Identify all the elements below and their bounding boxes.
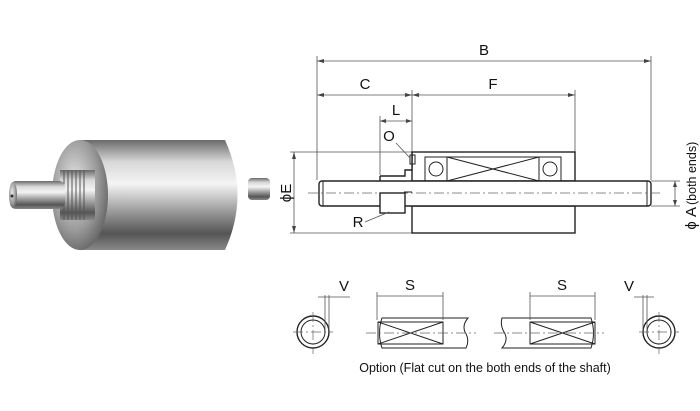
nut-lower bbox=[379, 192, 406, 214]
right-shaft bbox=[248, 178, 270, 200]
dim-A: ϕ A (both ends) bbox=[673, 142, 700, 230]
dim-B: B bbox=[317, 42, 651, 63]
label-O: O bbox=[383, 128, 395, 145]
option-caption: Option (Flat cut on the both ends of the… bbox=[359, 361, 611, 375]
shaft bbox=[318, 180, 652, 207]
left-end-view: V bbox=[293, 278, 350, 354]
roller-photo bbox=[9, 140, 270, 250]
section-drawing: B C F L ϕE ϕ A (both ends) bbox=[278, 42, 700, 234]
label-R: R bbox=[353, 214, 364, 231]
nut-upper bbox=[379, 152, 413, 181]
label-A-note: (both ends) bbox=[685, 142, 699, 205]
roller-body bbox=[80, 140, 238, 250]
label-S-right: S bbox=[557, 277, 567, 294]
dim-F: F bbox=[412, 76, 575, 97]
center-hole bbox=[10, 194, 14, 198]
flat-cut-option: V S S bbox=[293, 277, 679, 375]
label-S-left: S bbox=[405, 277, 415, 294]
label-B: B bbox=[479, 42, 489, 59]
label-E: ϕE bbox=[278, 184, 295, 202]
label-C: C bbox=[360, 76, 371, 93]
housing-lower bbox=[411, 205, 576, 234]
o-ring bbox=[409, 154, 416, 165]
label-F: F bbox=[488, 76, 497, 93]
dim-C: C bbox=[317, 76, 412, 97]
left-flat-view: S bbox=[366, 277, 476, 349]
housing-upper bbox=[411, 151, 576, 182]
label-V-left: V bbox=[339, 278, 349, 295]
dim-E: ϕE bbox=[278, 152, 296, 233]
left-shaft bbox=[10, 181, 65, 209]
right-end-view: V bbox=[624, 278, 679, 354]
thread-section bbox=[60, 170, 95, 220]
label-L: L bbox=[392, 102, 400, 119]
label-V-right: V bbox=[624, 278, 634, 295]
right-flat-view: S bbox=[494, 277, 604, 349]
label-A: ϕ A bbox=[683, 207, 700, 230]
dim-L: L bbox=[380, 102, 412, 123]
